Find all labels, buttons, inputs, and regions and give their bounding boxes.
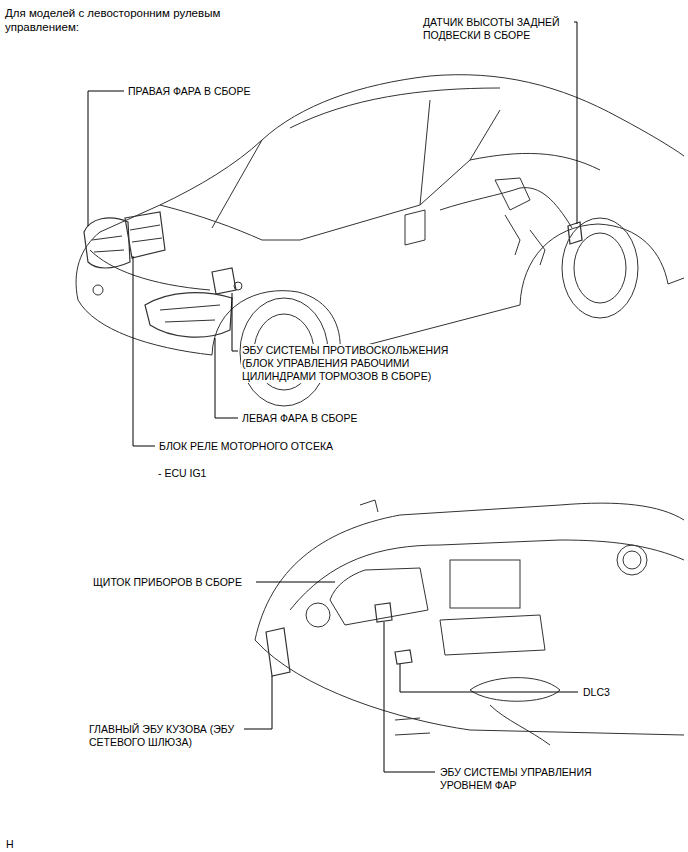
drawing-stroke	[256, 582, 335, 583]
drawing-stroke	[400, 664, 578, 692]
drawing-stroke	[405, 210, 425, 245]
drawing-stroke	[88, 91, 124, 226]
drawing-stroke	[450, 560, 520, 608]
drawing-stroke	[306, 603, 330, 627]
drawing-stroke	[574, 22, 577, 224]
drawing-stroke	[574, 233, 626, 303]
drawing-stroke	[266, 628, 290, 676]
part-label: БЛОК РЕЛЕ МОТОРНОГО ОТСЕКА	[158, 440, 380, 453]
drawing-stroke	[668, 278, 684, 284]
drawing-stroke	[232, 293, 238, 351]
drawing-stroke	[93, 285, 103, 295]
drawing-stroke	[133, 256, 155, 446]
drawing-stroke	[160, 305, 220, 322]
drawing-stroke	[78, 300, 212, 355]
part-label: ПРАВАЯ ФАРА В СБОРЕ	[127, 85, 289, 98]
part-label: ГЛАВНЫЙ ЭБУ КУЗОВА (ЭБУ СЕТЕВОГО ШЛЮЗА)	[88, 723, 242, 749]
drawing-stroke	[212, 140, 262, 228]
drawing-stroke	[530, 230, 545, 265]
drawing-stroke	[300, 110, 500, 240]
drawing-stroke	[330, 568, 428, 625]
drawing-stroke	[440, 188, 572, 228]
drawing-stroke	[495, 178, 530, 210]
dashboard-illustration	[255, 500, 684, 745]
drawing-stroke	[420, 100, 430, 205]
car-illustration	[76, 75, 684, 406]
drawing-stroke	[290, 88, 500, 128]
part-label: ЩИТОК ПРИБОРОВ В СБОРЕ	[92, 576, 254, 589]
drawing-stroke	[395, 718, 430, 735]
drawing-stroke	[617, 545, 647, 575]
drawing-stroke	[375, 603, 392, 622]
leader-lines	[88, 22, 578, 772]
drawing-stroke	[470, 153, 600, 170]
drawing-stroke	[360, 500, 378, 512]
drawing-stroke	[145, 293, 232, 338]
part-label: H	[5, 838, 37, 851]
drawing-stroke	[290, 540, 684, 610]
drawing-stroke	[562, 218, 638, 318]
drawing-stroke	[255, 503, 684, 640]
drawing-stroke	[470, 678, 560, 702]
drawing-stroke	[130, 225, 162, 242]
drawing-stroke	[76, 75, 684, 300]
heading-note: Для моделей с левосторонним рулевым упра…	[5, 6, 240, 34]
drawing-stroke	[244, 676, 272, 729]
part-label: ЭБУ СИСТЕМЫ УПРАВЛЕНИЯ УРОВНЕМ ФАР	[439, 766, 616, 792]
drawing-stroke	[215, 338, 238, 418]
drawing-stroke	[160, 205, 300, 240]
part-label: ДАТЧИК ВЫСОТЫ ЗАДНЕЙ ПОДВЕСКИ В СБОРЕ	[422, 16, 574, 42]
drawing-stroke	[92, 236, 124, 252]
drawing-stroke	[623, 551, 641, 569]
drawing-stroke	[440, 615, 545, 655]
drawing-stroke	[125, 212, 165, 258]
drawing-stroke	[90, 250, 210, 290]
part-label: ЭБУ СИСТЕМЫ ПРОТИВОСКОЛЬЖЕНИЯ (БЛОК УПРА…	[241, 344, 473, 383]
drawing-stroke	[84, 218, 130, 268]
part-label: - ECU IG1	[157, 467, 239, 480]
drawing-stroke	[395, 650, 412, 664]
drawing-stroke	[234, 282, 242, 290]
drawing-stroke	[505, 215, 520, 255]
drawing-stroke	[384, 622, 435, 772]
drawing-stroke	[490, 705, 550, 745]
part-label: DLC3	[582, 686, 644, 699]
part-label: ЛЕВАЯ ФАРА В СБОРЕ	[241, 412, 413, 425]
drawing-stroke	[212, 268, 236, 294]
drawing-stroke	[520, 224, 668, 305]
drawing-stroke	[568, 222, 582, 244]
